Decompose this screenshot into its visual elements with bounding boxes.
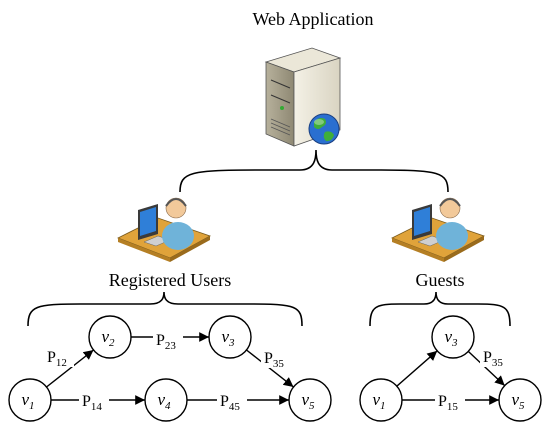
guest-graph-nodes: v1 v3 v5 (359, 315, 542, 422)
node-v2 (88, 315, 132, 359)
edge-label-background (153, 330, 183, 350)
edge-v3-v5 (467, 350, 506, 387)
group-label-guests: Guests (416, 270, 465, 290)
edge-label-v1-v2: P12 (47, 349, 67, 369)
group-label-registered-users: Registered Users (109, 270, 231, 290)
node-v3 (208, 315, 252, 359)
node-label-v5: v5 (301, 390, 315, 412)
node-v5 (288, 378, 332, 422)
edge-label-background (79, 391, 109, 411)
globe-icon (308, 113, 340, 145)
node-v5 (498, 378, 542, 422)
user-at-computer-icon (391, 197, 485, 262)
node-label-v4: v4 (157, 390, 171, 412)
edge-label-background (217, 391, 247, 411)
node-label-v3: v3 (221, 327, 235, 349)
node-v4 (144, 378, 188, 422)
node-label-v2: v2 (101, 327, 115, 349)
edge-label-background (261, 348, 291, 368)
registered-brace (27, 291, 303, 327)
node-label-v5: v5 (511, 390, 525, 412)
top-brace (179, 149, 449, 193)
node-v1 (359, 378, 403, 422)
guests-brace (369, 291, 511, 327)
edge-label-v1-v4: P14 (82, 393, 102, 413)
registered-graph-nodes: v1 v2 v3 v4 v5 (8, 315, 332, 422)
edge-v1-v2 (46, 349, 94, 388)
node-label-v1: v1 (21, 390, 34, 412)
node-v1 (8, 378, 52, 422)
edge-v1-v3 (396, 350, 438, 387)
user-at-computer-icon (117, 197, 211, 262)
edge-v3-v5 (246, 349, 294, 388)
edge-label-v1-v5: P15 (438, 393, 458, 413)
edge-label-v3-v5: P35 (264, 350, 284, 370)
node-label-v3: v3 (444, 327, 458, 349)
edge-label-background (435, 391, 465, 411)
edge-label-background (480, 347, 510, 367)
node-v3 (431, 315, 475, 359)
diagram-title: Web Application (252, 9, 373, 29)
edge-label-v2-v3: P23 (156, 332, 176, 352)
edge-label-v3-v5: P35 (483, 349, 503, 369)
edge-label-background (44, 347, 74, 367)
edge-label-v4-v5: P45 (220, 393, 240, 413)
node-label-v1: v1 (372, 390, 385, 412)
